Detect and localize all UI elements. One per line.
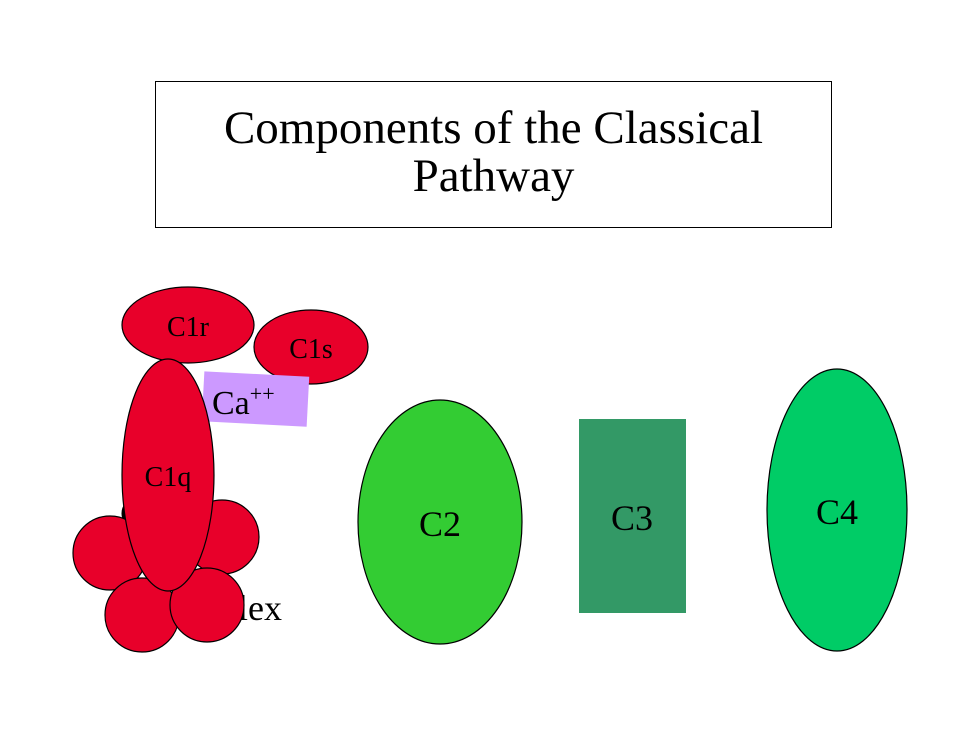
c4-label: C4 bbox=[816, 492, 858, 532]
c1r-label: C1r bbox=[167, 312, 210, 343]
c2-label: C2 bbox=[419, 504, 461, 544]
c1q-label: C1q bbox=[145, 462, 192, 493]
complex-label-fragment: lex bbox=[238, 588, 282, 628]
c3-label: C3 bbox=[611, 498, 653, 538]
c1s-label: C1s bbox=[289, 334, 333, 365]
